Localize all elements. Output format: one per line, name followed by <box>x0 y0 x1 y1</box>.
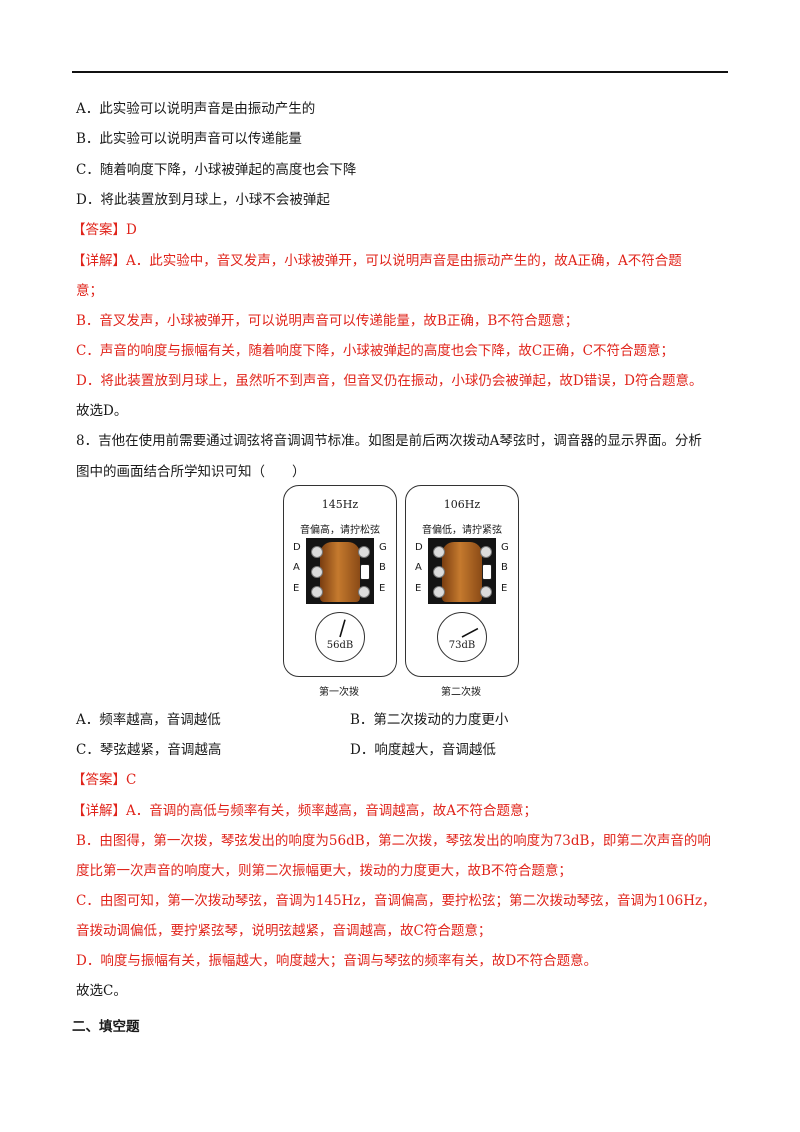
string-letter: E <box>415 583 422 594</box>
string-letter: D <box>293 542 301 553</box>
q7-option-d: D．将此装置放到月球上，小球不会被弹起 <box>76 192 330 208</box>
panel-caption: 第一次拨 <box>319 687 359 698</box>
tuner-panel-first: 145Hz 音偏高，请拧松弦 D A E G B E 56dB <box>283 485 397 677</box>
string-letter: E <box>501 583 508 594</box>
tuner-hint: 音偏低，请拧紧弦 <box>422 525 502 536</box>
string-letter: A <box>293 562 300 573</box>
tuner-figure: 145Hz 音偏高，请拧松弦 D A E G B E 56dB 106Hz 音偏… <box>283 485 519 703</box>
q8-answer: 【答案】C <box>72 770 136 790</box>
panel-caption: 第二次拨 <box>441 687 481 698</box>
q8-detail-line-1: 【详解】A．音调的高低与频率有关，频率越高，音调越高，故A不符合题意； <box>72 801 537 821</box>
tuner-frequency: 145Hz <box>321 498 359 511</box>
q7-option-b: B．此实验可以说明声音可以传递能量 <box>76 131 302 147</box>
loudness-value: 73dB <box>448 640 476 651</box>
q8-detail-line-6: D．响度与振幅有关，振幅越大，响度越大；音调与琴弦的频率有关，故D不符合题意。 <box>76 953 598 969</box>
q8-conclusion: 故选C。 <box>76 983 127 999</box>
header-rule <box>72 71 728 73</box>
answer-label: 【答案】 <box>72 772 126 788</box>
string-letter: D <box>415 542 423 553</box>
tuner-panel-second: 106Hz 音偏低，请拧紧弦 D A E G B E 73dB <box>405 485 519 677</box>
q8-option-d: D．响度越大，音调越低 <box>350 742 496 758</box>
string-letter: B <box>501 562 508 573</box>
detail-text: A．此实验中，音叉发声，小球被弹开，可以说明声音是由振动产生的，故A正确，A不符… <box>126 253 682 269</box>
q8-option-c: C．琴弦越紧，音调越高 <box>76 742 222 758</box>
gauge-needle-icon <box>339 619 346 638</box>
q8-detail-line-4: C．由图可知，第一次拨动琴弦，音调为145Hz，音调偏高，要拧松弦；第二次拨动琴… <box>76 893 716 909</box>
string-letter: A <box>415 562 422 573</box>
answer-value: C <box>126 772 137 788</box>
q8-detail-line-5: 音拨动调偏低，要拧紧弦琴，说明弦越紧，音调越高，故C符合题意； <box>76 923 492 939</box>
loudness-gauge: 73dB <box>437 612 487 662</box>
string-letter: E <box>379 583 386 594</box>
q7-detail-line-5: D．将此装置放到月球上，虽然听不到声音，但音叉仍在振动，小球仍会被弹起，故D错误… <box>76 373 703 389</box>
q8-stem-line-2: 图中的画面结合所学知识可知（ ） <box>76 464 306 480</box>
answer-value: D <box>126 222 137 238</box>
q8-stem-line-1: 8．吉他在使用前需要通过调弦将音调调节标准。如图是前后两次拨动A琴弦时，调音器的… <box>76 433 702 449</box>
detail-label: 【详解】 <box>72 803 126 819</box>
guitar-headstock-image <box>306 538 374 604</box>
answer-label: 【答案】 <box>72 222 126 238</box>
q8-option-a: A．频率越高，音调越低 <box>76 712 221 728</box>
guitar-headstock-image <box>428 538 496 604</box>
tuner-hint: 音偏高，请拧松弦 <box>300 525 380 536</box>
q7-conclusion: 故选D。 <box>76 403 128 419</box>
string-letter: G <box>379 542 387 553</box>
section-heading: 二、填空题 <box>72 1019 140 1035</box>
detail-text: A．音调的高低与频率有关，频率越高，音调越高，故A不符合题意； <box>126 803 537 819</box>
string-letter: G <box>501 542 509 553</box>
detail-label: 【详解】 <box>72 253 126 269</box>
string-letter: E <box>293 583 300 594</box>
q7-detail-line-2: 意； <box>76 283 103 299</box>
loudness-value: 56dB <box>326 640 354 651</box>
q7-option-a: A．此实验可以说明声音是由振动产生的 <box>76 101 316 117</box>
q7-detail-line-1: 【详解】A．此实验中，音叉发声，小球被弹开，可以说明声音是由振动产生的，故A正确… <box>72 251 682 271</box>
q7-detail-line-4: C．声音的响度与振幅有关，随着响度下降，小球被弹起的高度也会下降，故C正确，C不… <box>76 343 674 359</box>
loudness-gauge: 56dB <box>315 612 365 662</box>
q8-option-b: B．第二次拨动的力度更小 <box>350 712 509 728</box>
q7-answer: 【答案】D <box>72 220 137 240</box>
q7-detail-line-3: B．音叉发声，小球被弹开，可以说明声音可以传递能量，故B正确，B不符合题意； <box>76 313 579 329</box>
q8-detail-line-2: B．由图得，第一次拨，琴弦发出的响度为56dB，第二次拨，琴弦发出的响度为73d… <box>76 833 711 849</box>
string-letter: B <box>379 562 386 573</box>
q7-option-c: C．随着响度下降，小球被弹起的高度也会下降 <box>76 162 357 178</box>
gauge-needle-icon <box>461 627 479 638</box>
tuner-frequency: 106Hz <box>443 498 481 511</box>
q8-detail-line-3: 度比第一次声音的响度大，则第二次振幅更大，拨动的力度更大，故B不符合题意； <box>76 863 572 879</box>
